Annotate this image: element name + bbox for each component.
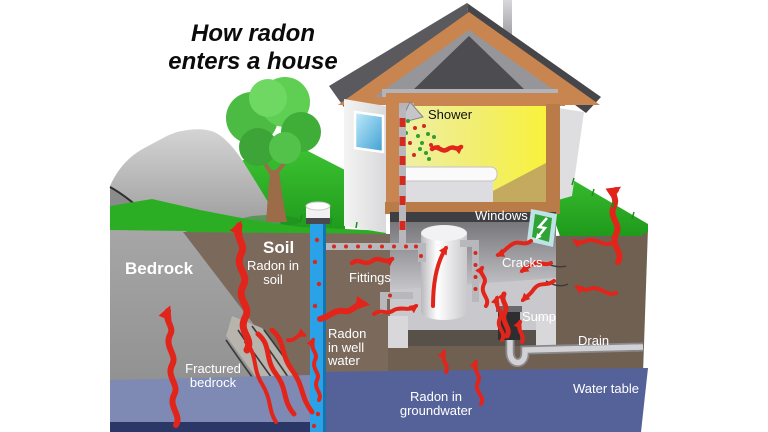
lawn-front-strip xyxy=(110,199,386,236)
title-line-2: enters a house xyxy=(168,47,338,75)
radon-arrow-in-well xyxy=(306,337,322,402)
radon-arrow-shower xyxy=(429,144,464,155)
house-right-post xyxy=(546,104,560,212)
radon-streak-fracture xyxy=(269,327,315,415)
label-radon-in-soil: Radon in soil xyxy=(246,258,300,287)
tree-foliage xyxy=(239,128,277,166)
tank-outlet-pipe xyxy=(472,240,479,302)
title-line-1: How radon xyxy=(191,20,315,47)
water-heater-tank xyxy=(421,225,467,320)
well-pipe xyxy=(305,201,331,432)
diagram-title: How radon enters a house xyxy=(128,20,378,76)
bathroom-floor xyxy=(430,163,546,204)
label-radon-in-well-water: Radon in well water xyxy=(328,326,367,369)
radon-arrow-cracks xyxy=(520,279,556,303)
radon-arrow-right-surface xyxy=(605,186,623,265)
pipe-radon-dots xyxy=(332,244,478,298)
label-fractured-bedrock: Fractured bedrock xyxy=(185,361,241,390)
well-cap-band xyxy=(306,218,330,224)
radon-arrow-tank xyxy=(431,245,448,308)
basement-ceiling xyxy=(390,212,556,224)
lower-fitting-pipe xyxy=(380,292,413,299)
tree xyxy=(226,77,321,227)
foundation-footing-left xyxy=(388,316,408,348)
radon-arrow-soil-right xyxy=(574,285,618,296)
house-left-post xyxy=(386,98,399,210)
roof-left-slope xyxy=(329,3,470,110)
deep-water-band xyxy=(110,422,312,432)
main-floor-band xyxy=(385,202,560,214)
label-soil: Soil xyxy=(263,238,295,257)
radon-arrow-fittings-upper xyxy=(349,256,395,267)
radon-arrow-sump xyxy=(513,319,525,344)
well-supply-pipe xyxy=(326,243,425,250)
radon-arrow-sump xyxy=(497,291,511,339)
radon-arrow-soil xyxy=(229,220,253,354)
attic-shadow xyxy=(412,36,526,91)
house-right-wall-sliver xyxy=(558,108,584,200)
label-water-table: Water table xyxy=(573,381,639,396)
radon-arrow-groundwater xyxy=(469,359,485,406)
label-bedrock: Bedrock xyxy=(125,259,194,278)
well-radon-dots xyxy=(311,237,322,429)
radon-streak-fracture xyxy=(255,331,297,417)
foundation-footing-right xyxy=(536,316,556,348)
label-windows: Windows xyxy=(475,208,528,223)
label-radon-in-groundwater: Radon in groundwater xyxy=(399,389,473,418)
house-top-plate xyxy=(386,93,565,106)
label-sump: Sump xyxy=(522,309,556,324)
drain-pipe xyxy=(505,318,644,368)
radon-arrow-bedrock xyxy=(158,305,181,428)
roof-vent-pipe xyxy=(503,0,512,42)
radon-arrows xyxy=(158,144,623,428)
radon-arrow-under-floor xyxy=(437,349,449,374)
radon-arrow-fittings-lower xyxy=(372,304,419,316)
radon-arrow-into-well xyxy=(286,328,307,343)
label-drain: Drain xyxy=(578,333,610,348)
riser-radon-segments xyxy=(399,118,406,230)
radon-arrow-window xyxy=(495,239,533,257)
lower-fitting-elbow xyxy=(380,292,387,314)
radon-arrow-cracks xyxy=(519,260,553,273)
groundwater-zone xyxy=(110,375,312,424)
bathtub-body xyxy=(392,179,493,205)
radon-streak-fracture xyxy=(244,340,278,424)
basement-subsoil-strip xyxy=(398,330,548,346)
radon-arrow-floor xyxy=(490,295,506,342)
water-table-band xyxy=(312,368,648,432)
grass-blades xyxy=(299,177,635,229)
label-cracks: Cracks xyxy=(502,255,543,270)
shower-spray-particles xyxy=(404,119,440,161)
tree-foliage xyxy=(269,132,301,164)
supply-elbow xyxy=(418,243,426,262)
label-shower: Shower xyxy=(428,107,473,122)
radon-arrow-soil-right xyxy=(572,238,614,249)
basement-window xyxy=(527,209,557,247)
house-window xyxy=(353,110,385,154)
radon-arrow-floor xyxy=(474,265,490,308)
tank-top-pipe xyxy=(460,240,479,247)
tree-foliage xyxy=(249,79,287,117)
radon-arrow-well-to-house xyxy=(317,296,370,322)
tree-trunk xyxy=(266,170,287,222)
window-entry-arrow-icon xyxy=(535,217,548,240)
label-fittings: Fittings xyxy=(349,270,391,285)
